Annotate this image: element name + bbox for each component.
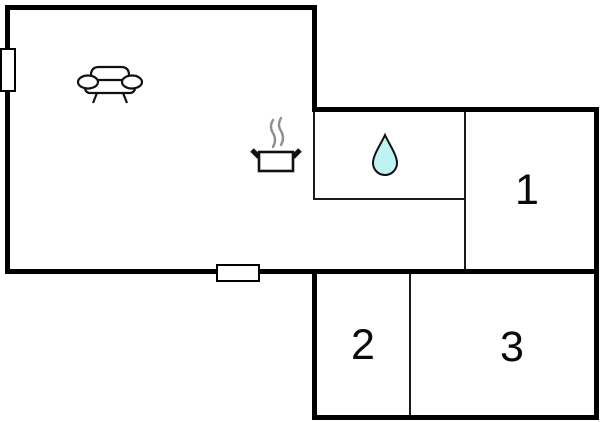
wall-bathroom-left: [313, 112, 315, 198]
wall-top-right-block: [312, 107, 599, 112]
wall-bottom-lower-block: [312, 415, 599, 420]
wall-left-main: [5, 5, 10, 274]
window-symbol-bottom: [216, 264, 260, 282]
room-1-label: 1: [515, 166, 539, 214]
wall-bathroom-bottom: [313, 198, 466, 200]
wall-right-main-upper: [312, 5, 317, 112]
wall-bottom-main: [5, 269, 599, 274]
steaming-pot-icon: [250, 116, 302, 173]
window-symbol-left: [0, 48, 16, 92]
wall-left-lower-block: [312, 269, 317, 420]
wall-room2-room3-divider: [409, 274, 411, 415]
room-2-label: 2: [351, 321, 375, 369]
wall-room1-left: [464, 112, 466, 269]
room-3-label: 3: [500, 323, 524, 371]
wall-top-main: [5, 5, 317, 10]
sofa-icon: [76, 65, 144, 104]
water-drop-icon: [371, 132, 399, 176]
wall-right-building: [594, 107, 599, 420]
